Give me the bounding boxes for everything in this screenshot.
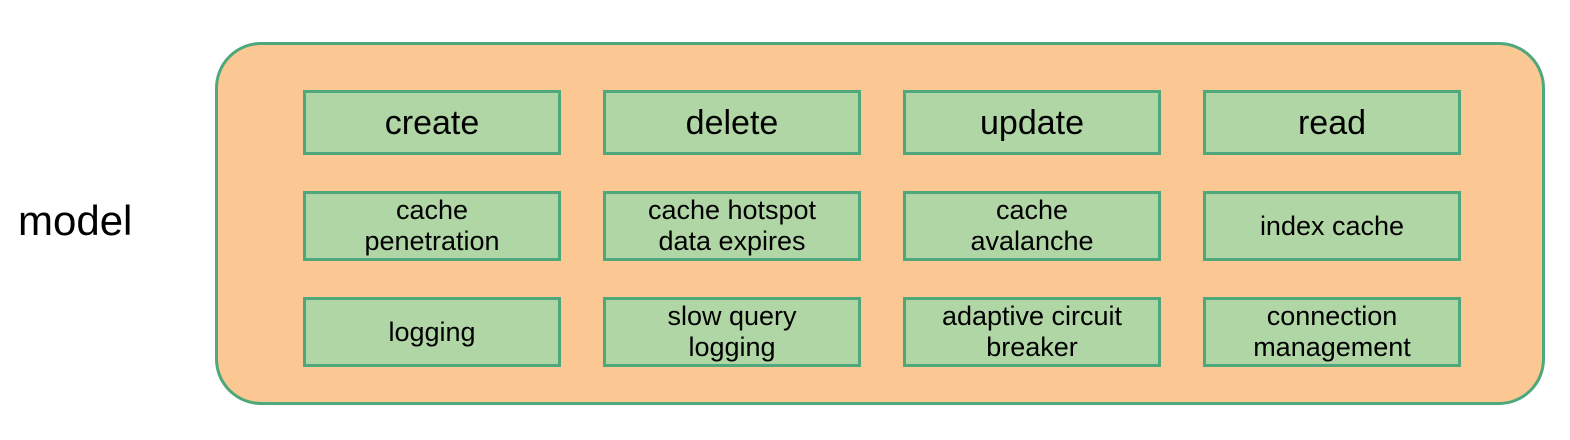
box-label: cache hotspot data expires — [647, 195, 817, 256]
box-label: slow query logging — [667, 301, 797, 362]
box-label: cache penetration — [364, 195, 500, 256]
model-box-grid: create delete update read cache penetrat… — [303, 90, 1463, 367]
box-cache-penetration[interactable]: cache penetration — [303, 191, 561, 261]
box-update[interactable]: update — [903, 90, 1161, 155]
box-logging[interactable]: logging — [303, 297, 561, 367]
box-slow-query-logging[interactable]: slow query logging — [603, 297, 861, 367]
box-label: cache avalanche — [970, 195, 1094, 256]
box-cache-avalanche[interactable]: cache avalanche — [903, 191, 1161, 261]
box-label: update — [980, 103, 1084, 142]
box-label: create — [384, 103, 480, 142]
box-connection-management[interactable]: connection management — [1203, 297, 1461, 367]
box-label: index cache — [1259, 210, 1405, 241]
layer-label-model: model — [18, 197, 133, 244]
row-cache-concerns: cache penetration cache hotspot data exp… — [303, 191, 1463, 261]
box-index-cache[interactable]: index cache — [1203, 191, 1461, 261]
box-label: logging — [388, 316, 476, 347]
model-layer-container: create delete update read cache penetrat… — [215, 42, 1545, 405]
box-delete[interactable]: delete — [603, 90, 861, 155]
row-reliability-concerns: logging slow query logging adaptive circ… — [303, 297, 1463, 367]
box-label: delete — [685, 103, 779, 142]
box-label: read — [1297, 103, 1367, 142]
box-label: adaptive circuit breaker — [941, 301, 1123, 362]
box-cache-hotspot-data-expires[interactable]: cache hotspot data expires — [603, 191, 861, 261]
box-label: connection management — [1253, 301, 1411, 362]
box-create[interactable]: create — [303, 90, 561, 155]
row-crud-operations: create delete update read — [303, 90, 1463, 155]
box-read[interactable]: read — [1203, 90, 1461, 155]
box-adaptive-circuit-breaker[interactable]: adaptive circuit breaker — [903, 297, 1161, 367]
